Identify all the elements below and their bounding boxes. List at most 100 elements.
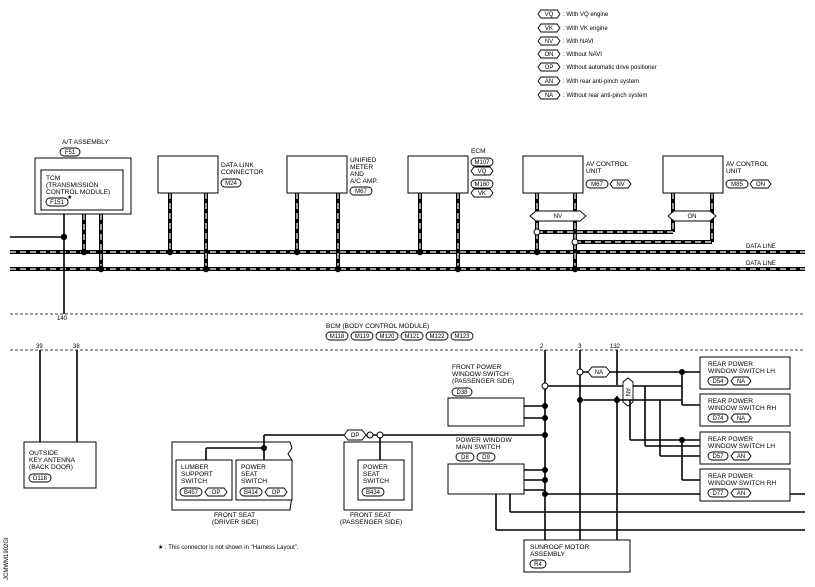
svg-text:M118: M118 — [330, 334, 345, 340]
svg-text:MAIN SWITCH: MAIN SWITCH — [456, 444, 501, 451]
svg-text:DATA LINE: DATA LINE — [746, 261, 776, 267]
svg-text:38: 38 — [73, 344, 80, 350]
legend-item: NV : With NAVI — [537, 36, 594, 46]
svg-text:F151: F151 — [50, 200, 64, 206]
front-power-window-switch: FRONT POWER WINDOW SWITCH (PASSENGER SID… — [447, 364, 525, 427]
svg-text:D8: D8 — [461, 455, 469, 461]
svg-text:M67: M67 — [591, 182, 603, 188]
svg-text:UNIFIED: UNIFIED — [350, 157, 377, 164]
bcm-right-wiring: NA AN — [495, 350, 805, 540]
svg-text:(PASSENGER SIDE): (PASSENGER SIDE) — [340, 519, 402, 526]
svg-text:3: 3 — [578, 344, 582, 350]
svg-text:OP: OP — [272, 490, 281, 496]
svg-text:SWITCH: SWITCH — [363, 478, 389, 485]
svg-text:NA: NA — [545, 93, 553, 99]
svg-text:: With VK engine: : With VK engine — [563, 26, 608, 32]
svg-text:AV CONTROL: AV CONTROL — [726, 161, 769, 168]
svg-text:M85: M85 — [731, 182, 743, 188]
svg-text:AN: AN — [545, 79, 553, 85]
at-assembly: A/T ASSEMBLY F51 TCM (TRANSMISSION CONTR… — [34, 139, 132, 215]
svg-text:M120: M120 — [379, 334, 395, 340]
svg-text:D77: D77 — [712, 491, 724, 497]
svg-text:M160: M160 — [474, 182, 490, 188]
data-link-connector: DATA LINK CONNECTOR M24 — [157, 155, 264, 194]
av-control-unit-2: AV CONTROL UNIT M85 ON — [662, 155, 772, 194]
wire-140: 140 — [10, 214, 68, 322]
svg-text:KEY ANTENNA: KEY ANTENNA — [29, 457, 76, 464]
svg-text:132: 132 — [610, 344, 621, 350]
svg-text:TCM: TCM — [46, 175, 60, 182]
tag-nv: NV — [529, 210, 587, 222]
side-code: JCMWM1902GI — [4, 537, 10, 580]
svg-text:OP: OP — [212, 490, 221, 496]
svg-text:(PASSENGER SIDE): (PASSENGER SIDE) — [452, 378, 514, 385]
tag-op: OP — [343, 429, 367, 441]
legend-item: OP : Without automatic drive positioner — [537, 62, 657, 72]
legend-item: ON : Without NAVI — [537, 49, 602, 59]
svg-text:FRONT SEAT: FRONT SEAT — [214, 512, 255, 519]
svg-text:AV CONTROL: AV CONTROL — [586, 161, 629, 168]
svg-text:NV: NV — [616, 182, 624, 188]
svg-text:AND: AND — [350, 171, 364, 178]
svg-text:ON: ON — [545, 52, 554, 58]
svg-text:39: 39 — [36, 344, 43, 350]
svg-text:OUTSIDE: OUTSIDE — [29, 450, 59, 457]
svg-text:VK: VK — [478, 191, 486, 197]
svg-text:ON: ON — [756, 182, 765, 188]
bcm: BCM (BODY CONTROL MODULE) M118 M119 M120… — [10, 313, 805, 351]
bus-junctions — [80, 228, 579, 273]
svg-text:M122: M122 — [429, 334, 445, 340]
bcm-connectors: M118 M119 M120 M121 M122 M123 — [325, 331, 474, 341]
connector-f51: F51 — [59, 147, 81, 157]
svg-text:B414: B414 — [244, 490, 259, 496]
svg-text:140: 140 — [57, 316, 68, 322]
svg-text:ECM: ECM — [471, 148, 486, 155]
data-line-2: DATA LINE — [10, 261, 805, 271]
svg-text:WINDOW SWITCH RH: WINDOW SWITCH RH — [708, 480, 776, 487]
data-line-1: DATA LINE — [10, 244, 805, 254]
svg-text:SWITCH: SWITCH — [241, 478, 267, 485]
rear-power-window-switch-1: REAR POWER WINDOW SWITCH LH D54 NA — [699, 356, 791, 390]
svg-text:B434: B434 — [366, 490, 381, 496]
svg-text:R4: R4 — [534, 562, 542, 568]
svg-text:CONTROL MODULE): CONTROL MODULE) — [46, 189, 110, 196]
svg-text:FRONT POWER: FRONT POWER — [452, 364, 502, 371]
svg-text:(TRANSMISSION: (TRANSMISSION — [46, 182, 99, 189]
footnote: ★ : This connector is not shown in "Harn… — [158, 544, 299, 551]
svg-text:REAR POWER: REAR POWER — [708, 436, 753, 443]
svg-text:M123: M123 — [454, 334, 470, 340]
av-control-unit-1: AV CONTROL UNIT M67 NV — [522, 155, 632, 194]
svg-text:F51: F51 — [65, 150, 76, 156]
svg-text:LUMBER: LUMBER — [181, 464, 209, 471]
svg-text:(DRIVER SIDE): (DRIVER SIDE) — [212, 519, 259, 526]
svg-text:WINDOW SWITCH: WINDOW SWITCH — [452, 371, 509, 378]
rear-power-window-switch-3: REAR POWER WINDOW SWITCH LH D57 AN — [699, 431, 791, 465]
svg-text:A/C AMP.: A/C AMP. — [350, 178, 378, 185]
ecm: ECM M107 VQ M160 VK — [407, 148, 494, 198]
svg-text:NA: NA — [737, 379, 745, 385]
svg-text:REAR POWER: REAR POWER — [708, 361, 753, 368]
tag-on: ON — [667, 210, 717, 222]
svg-text:REAR POWER: REAR POWER — [708, 398, 753, 405]
svg-text:ASSEMBLY: ASSEMBLY — [530, 551, 566, 558]
legend: VQ : With VQ engine VK : With VK engine … — [537, 9, 657, 100]
svg-text:DATA LINK: DATA LINK — [221, 162, 254, 169]
svg-text:NV: NV — [545, 39, 553, 45]
legend-item: AN : With rear anti-pinch system — [537, 76, 639, 86]
svg-text:POWER WINDOW: POWER WINDOW — [456, 437, 512, 444]
svg-text:VK: VK — [545, 26, 553, 32]
svg-text:POWER: POWER — [241, 464, 266, 471]
svg-text:AN: AN — [737, 454, 745, 460]
svg-text:M67: M67 — [355, 189, 367, 195]
svg-text:D118: D118 — [33, 476, 48, 482]
svg-text:SWITCH: SWITCH — [181, 478, 207, 485]
unified-meter: UNIFIED METER AND A/C AMP. M67 — [286, 155, 378, 196]
svg-text:M24: M24 — [225, 181, 237, 187]
svg-text:(BACK DOOR): (BACK DOOR) — [29, 464, 73, 471]
svg-text:POWER: POWER — [363, 464, 388, 471]
svg-text:D57: D57 — [712, 454, 724, 460]
svg-text:B457: B457 — [184, 490, 199, 496]
svg-text:ON: ON — [688, 214, 697, 220]
svg-text:D9: D9 — [482, 455, 490, 461]
